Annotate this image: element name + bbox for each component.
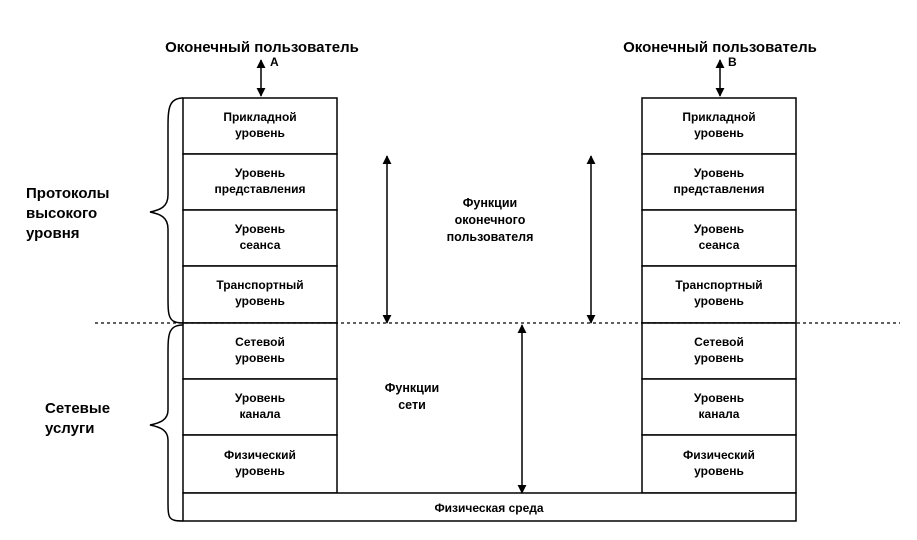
- end-user-functions-label: Функции оконечного пользователя: [447, 196, 534, 244]
- label-line: Функции: [463, 196, 517, 210]
- physical-medium: Физическая среда: [182, 492, 797, 522]
- end-user-b-title: Оконечный пользователь: [623, 39, 817, 56]
- stack-b-cell: Уровень сеанса: [641, 209, 797, 267]
- cell-line1: Уровень: [235, 222, 285, 236]
- end-user-a-title: Оконечный пользователь: [165, 39, 359, 56]
- cell-line1: Сетевой: [235, 335, 285, 349]
- stack-b-cell: Сетевой уровень: [641, 322, 797, 380]
- stack-a-cell: Уровень представления: [182, 153, 338, 211]
- cell-line2: уровень: [235, 351, 285, 365]
- high-level-protocols-label: Протоколы высокого уровня: [26, 185, 109, 242]
- cell-line1: Транспортный: [675, 278, 762, 292]
- cell-line1: Уровень: [235, 166, 285, 180]
- stack-a-cell: Уровень сеанса: [182, 209, 338, 267]
- cell-line2: канала: [699, 407, 740, 421]
- cell-line2: уровень: [694, 464, 744, 478]
- brace-high-level: [149, 97, 184, 324]
- cell-line1: Физический: [683, 448, 755, 462]
- physical-medium-label: Физическая среда: [434, 501, 543, 515]
- cell-line2: сеанса: [699, 238, 740, 252]
- cell-line2: уровень: [694, 126, 744, 140]
- network-functions-label: Функции сети: [385, 381, 439, 412]
- label-line: пользователя: [447, 230, 534, 244]
- stack-b-cell: Транспортный уровень: [641, 265, 797, 324]
- label-line: Функции: [385, 381, 439, 395]
- label-line: Сетевые: [45, 400, 110, 417]
- brace-network: [149, 324, 184, 522]
- cell-line2: уровень: [235, 464, 285, 478]
- stack-b-cell: Физический уровень: [641, 434, 797, 494]
- end-user-a-letter: A: [270, 55, 279, 69]
- end-user-b-letter: B: [728, 55, 737, 69]
- label-line: уровня: [26, 225, 80, 242]
- stack-a-cell: Сетевой уровень: [182, 322, 338, 380]
- cell-line2: уровень: [235, 294, 285, 308]
- stack-a-cell: Уровень канала: [182, 378, 338, 436]
- stack-a-cell: Транспортный уровень: [182, 265, 338, 324]
- label-line: Протоколы: [26, 185, 109, 202]
- stack-b-cell: Прикладной уровень: [641, 97, 797, 155]
- cell-line1: Транспортный: [216, 278, 303, 292]
- cell-line1: Прикладной: [223, 110, 296, 124]
- cell-line1: Уровень: [694, 166, 744, 180]
- cell-line2: уровень: [694, 351, 744, 365]
- stack-b: Прикладной уровень Уровень представления…: [641, 97, 797, 494]
- cell-line1: Уровень: [694, 222, 744, 236]
- cell-line2: уровень: [235, 126, 285, 140]
- cell-line2: сеанса: [240, 238, 281, 252]
- label-line: оконечного: [455, 213, 526, 227]
- label-line: услуги: [45, 420, 94, 437]
- network-services-label: Сетевые услуги: [45, 400, 110, 437]
- cell-line1: Прикладной: [682, 110, 755, 124]
- stack-b-cell: Уровень канала: [641, 378, 797, 436]
- cell-line1: Уровень: [235, 391, 285, 405]
- cell-line1: Сетевой: [694, 335, 744, 349]
- stack-b-cell: Уровень представления: [641, 153, 797, 211]
- cell-line1: Физический: [224, 448, 296, 462]
- label-line: высокого: [26, 205, 97, 222]
- stack-a: Прикладной уровень Уровень представления…: [182, 97, 338, 494]
- cell-line2: канала: [240, 407, 281, 421]
- stack-a-cell: Физический уровень: [182, 434, 338, 494]
- label-line: сети: [398, 398, 426, 412]
- stack-a-cell: Прикладной уровень: [182, 97, 338, 155]
- cell-line2: представления: [674, 182, 765, 196]
- cell-line1: Уровень: [694, 391, 744, 405]
- cell-line2: уровень: [694, 294, 744, 308]
- cell-line2: представления: [215, 182, 306, 196]
